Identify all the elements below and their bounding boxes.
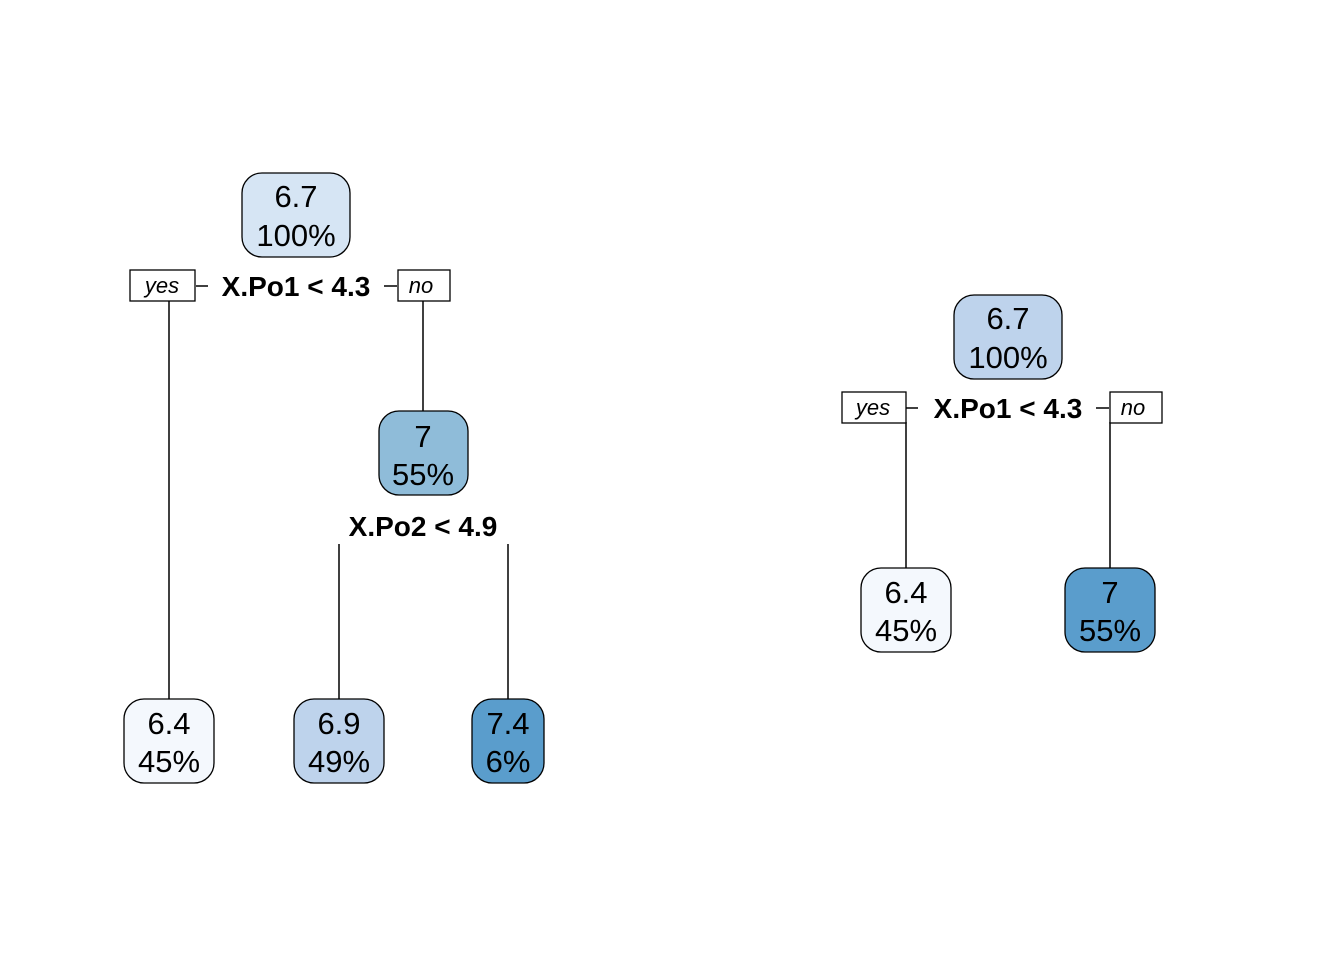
tree-2-root-value: 6.7 [986, 301, 1029, 336]
tree-1-root-pct: 100% [256, 218, 335, 253]
tree-2-leaf-1-box [860, 567, 952, 653]
tree-1-root-value: 6.7 [274, 179, 317, 214]
tree-1-right-internal-pct: 55% [392, 457, 454, 492]
tree-2-leaf-1-pct: 45% [875, 613, 937, 648]
tree-1-yes-box [129, 269, 196, 302]
tree-1-root-node: 6.7 100% [241, 172, 351, 258]
tree-1-edges [168, 285, 509, 699]
tree-2-edges [905, 407, 1111, 568]
tree-2-leaf-2-pct: 55% [1079, 613, 1141, 648]
tree-1-leaf-2-pct: 49% [308, 744, 370, 779]
tree-2-yes-label: yes [854, 395, 890, 420]
tree-1-leaf-1: 6.4 45% [123, 698, 215, 784]
tree-2-no-box [1109, 391, 1163, 424]
tree-2-root-split: yes X.Po1 < 4.3 no [841, 391, 1163, 424]
tree-1-leaf-1-pct: 45% [138, 744, 200, 779]
tree-1-leaf-2: 6.9 49% [293, 698, 385, 784]
tree-2-root-split-label: X.Po1 < 4.3 [934, 393, 1083, 424]
tree-1-root-split-label: X.Po1 < 4.3 [222, 271, 371, 302]
tree-2-root-node: 6.7 100% [953, 294, 1063, 380]
tree-2-root-box [953, 294, 1063, 380]
tree-1-root-box [241, 172, 351, 258]
tree-1-no-box [397, 269, 451, 302]
tree-2: 6.7 100% yes X.Po1 < 4.3 no 6.4 45% 7 55… [841, 294, 1163, 653]
tree-1-leaf-3-box [471, 698, 545, 784]
tree-1: 6.7 100% yes X.Po1 < 4.3 no 7 55% X.Po2 … [123, 172, 545, 784]
tree-1-right-internal-value: 7 [414, 419, 431, 454]
tree-1-right-internal-box [378, 410, 469, 496]
tree-1-leaf-1-box [123, 698, 215, 784]
tree-1-leaf-3-pct: 6% [486, 744, 531, 779]
tree-2-leaf-1: 6.4 45% [860, 567, 952, 653]
tree-1-leaf-1-value: 6.4 [147, 706, 190, 741]
tree-1-right-internal-node: 7 55% [378, 410, 469, 496]
tree-2-leaf-2: 7 55% [1064, 567, 1156, 653]
tree-1-right-split-label: X.Po2 < 4.9 [349, 511, 498, 542]
tree-2-leaf-1-value: 6.4 [884, 575, 927, 610]
tree-1-leaf-2-box [293, 698, 385, 784]
tree-2-leaf-2-box [1064, 567, 1156, 653]
tree-2-yes-box [841, 391, 907, 424]
tree-1-root-split: yes X.Po1 < 4.3 no [129, 269, 451, 302]
tree-1-leaf-3: 7.4 6% [471, 698, 545, 784]
tree-1-leaf-3-value: 7.4 [486, 706, 529, 741]
tree-1-no-label: no [409, 273, 433, 298]
tree-2-no-label: no [1121, 395, 1145, 420]
tree-2-root-pct: 100% [968, 340, 1047, 375]
tree-1-yes-label: yes [143, 273, 179, 298]
tree-1-leaf-2-value: 6.9 [317, 706, 360, 741]
tree-2-leaf-2-value: 7 [1101, 575, 1118, 610]
